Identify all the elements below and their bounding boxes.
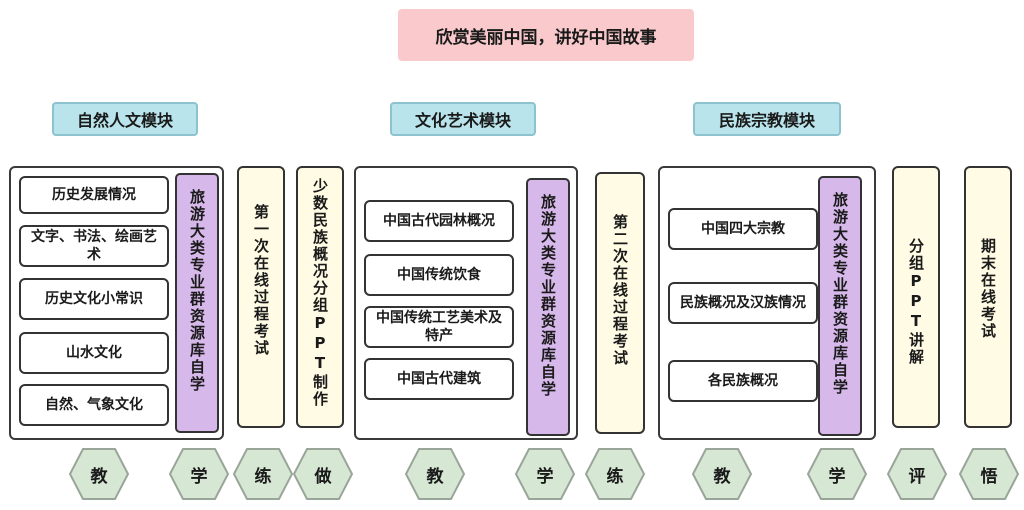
group-ethnic-religion: 中国四大宗教 民族概况及汉族情况 各民族概况 旅游大类专业群资源库自学	[658, 166, 876, 440]
hexagon-icon	[68, 448, 130, 500]
stage-hexagon: 评	[886, 447, 948, 501]
stage-hexagon: 悟	[958, 447, 1020, 501]
stage-label: 学	[828, 466, 846, 487]
topic-ethnic-overview: 各民族概况	[668, 360, 818, 402]
topic-ancient-architecture: 中国古代建筑	[364, 358, 514, 400]
stage-hexagon: 教	[68, 447, 130, 501]
stage-label: 评	[908, 466, 926, 487]
topic-landscape-culture: 山水文化	[19, 332, 169, 374]
module-nature-humanities: 自然人文模块	[52, 102, 198, 136]
ppt-lecture: 分组PPT讲解	[892, 166, 940, 428]
hexagon-icon	[232, 448, 294, 500]
topic-history-development: 历史发展情况	[19, 176, 169, 214]
topic-traditional-food: 中国传统饮食	[364, 254, 514, 296]
hexagon-icon	[514, 448, 576, 500]
topic-crafts-specialties: 中国传统工艺美术及特产	[364, 306, 514, 348]
stage-label: 学	[190, 466, 208, 487]
hexagon-icon	[691, 448, 753, 500]
group-nature-humanities: 历史发展情况 文字、书法、绘画艺术 历史文化小常识 山水文化 自然、气象文化 旅…	[9, 166, 224, 440]
stage-label: 教	[90, 466, 108, 487]
hexagon-icon	[886, 448, 948, 500]
hexagon-icon	[584, 448, 646, 500]
stage-hexagon: 练	[232, 447, 294, 501]
stage-label: 练	[606, 466, 624, 487]
stage-label: 教	[426, 466, 444, 487]
online-exam-1: 第一次在线过程考试	[237, 166, 285, 428]
module-ethnic-religion: 民族宗教模块	[693, 102, 841, 136]
stage-hexagon: 学	[514, 447, 576, 501]
online-exam-2: 第二次在线过程考试	[595, 172, 645, 434]
hexagon-icon	[806, 448, 868, 500]
stage-label: 做	[314, 466, 332, 487]
topic-ancient-gardens: 中国古代园林概况	[364, 200, 514, 242]
hexagon-icon	[292, 448, 354, 500]
stage-label: 学	[536, 466, 554, 487]
topic-han-ethnic: 民族概况及汉族情况	[668, 282, 818, 324]
hexagon-icon	[168, 448, 230, 500]
topic-nature-meteorology: 自然、气象文化	[19, 384, 169, 426]
stage-hexagon: 学	[168, 447, 230, 501]
stage-hexagon: 学	[806, 447, 868, 501]
minority-ppt-task: 少数民族概况分组PPT制作	[296, 166, 344, 428]
topic-writing-calligraphy: 文字、书法、绘画艺术	[19, 225, 169, 267]
self-study-resource-3: 旅游大类专业群资源库自学	[818, 176, 862, 436]
stage-hexagon: 教	[691, 447, 753, 501]
final-online-exam: 期末在线考试	[964, 166, 1012, 428]
self-study-resource-1: 旅游大类专业群资源库自学	[175, 173, 219, 433]
self-study-resource-2: 旅游大类专业群资源库自学	[526, 178, 570, 436]
stage-label: 悟	[980, 466, 998, 487]
diagram-title: 欣赏美丽中国，讲好中国故事	[398, 9, 694, 61]
group-culture-arts: 中国古代园林概况 中国传统饮食 中国传统工艺美术及特产 中国古代建筑 旅游大类专…	[354, 166, 578, 440]
module-culture-arts: 文化艺术模块	[390, 102, 536, 136]
topic-history-culture-tips: 历史文化小常识	[19, 278, 169, 320]
stage-hexagon: 做	[292, 447, 354, 501]
topic-four-religions: 中国四大宗教	[668, 208, 818, 250]
stage-hexagon: 教	[404, 447, 466, 501]
stage-hexagon: 练	[584, 447, 646, 501]
stage-label: 练	[254, 466, 272, 487]
hexagon-icon	[958, 448, 1020, 500]
stage-label: 教	[713, 466, 731, 487]
hexagon-icon	[404, 448, 466, 500]
